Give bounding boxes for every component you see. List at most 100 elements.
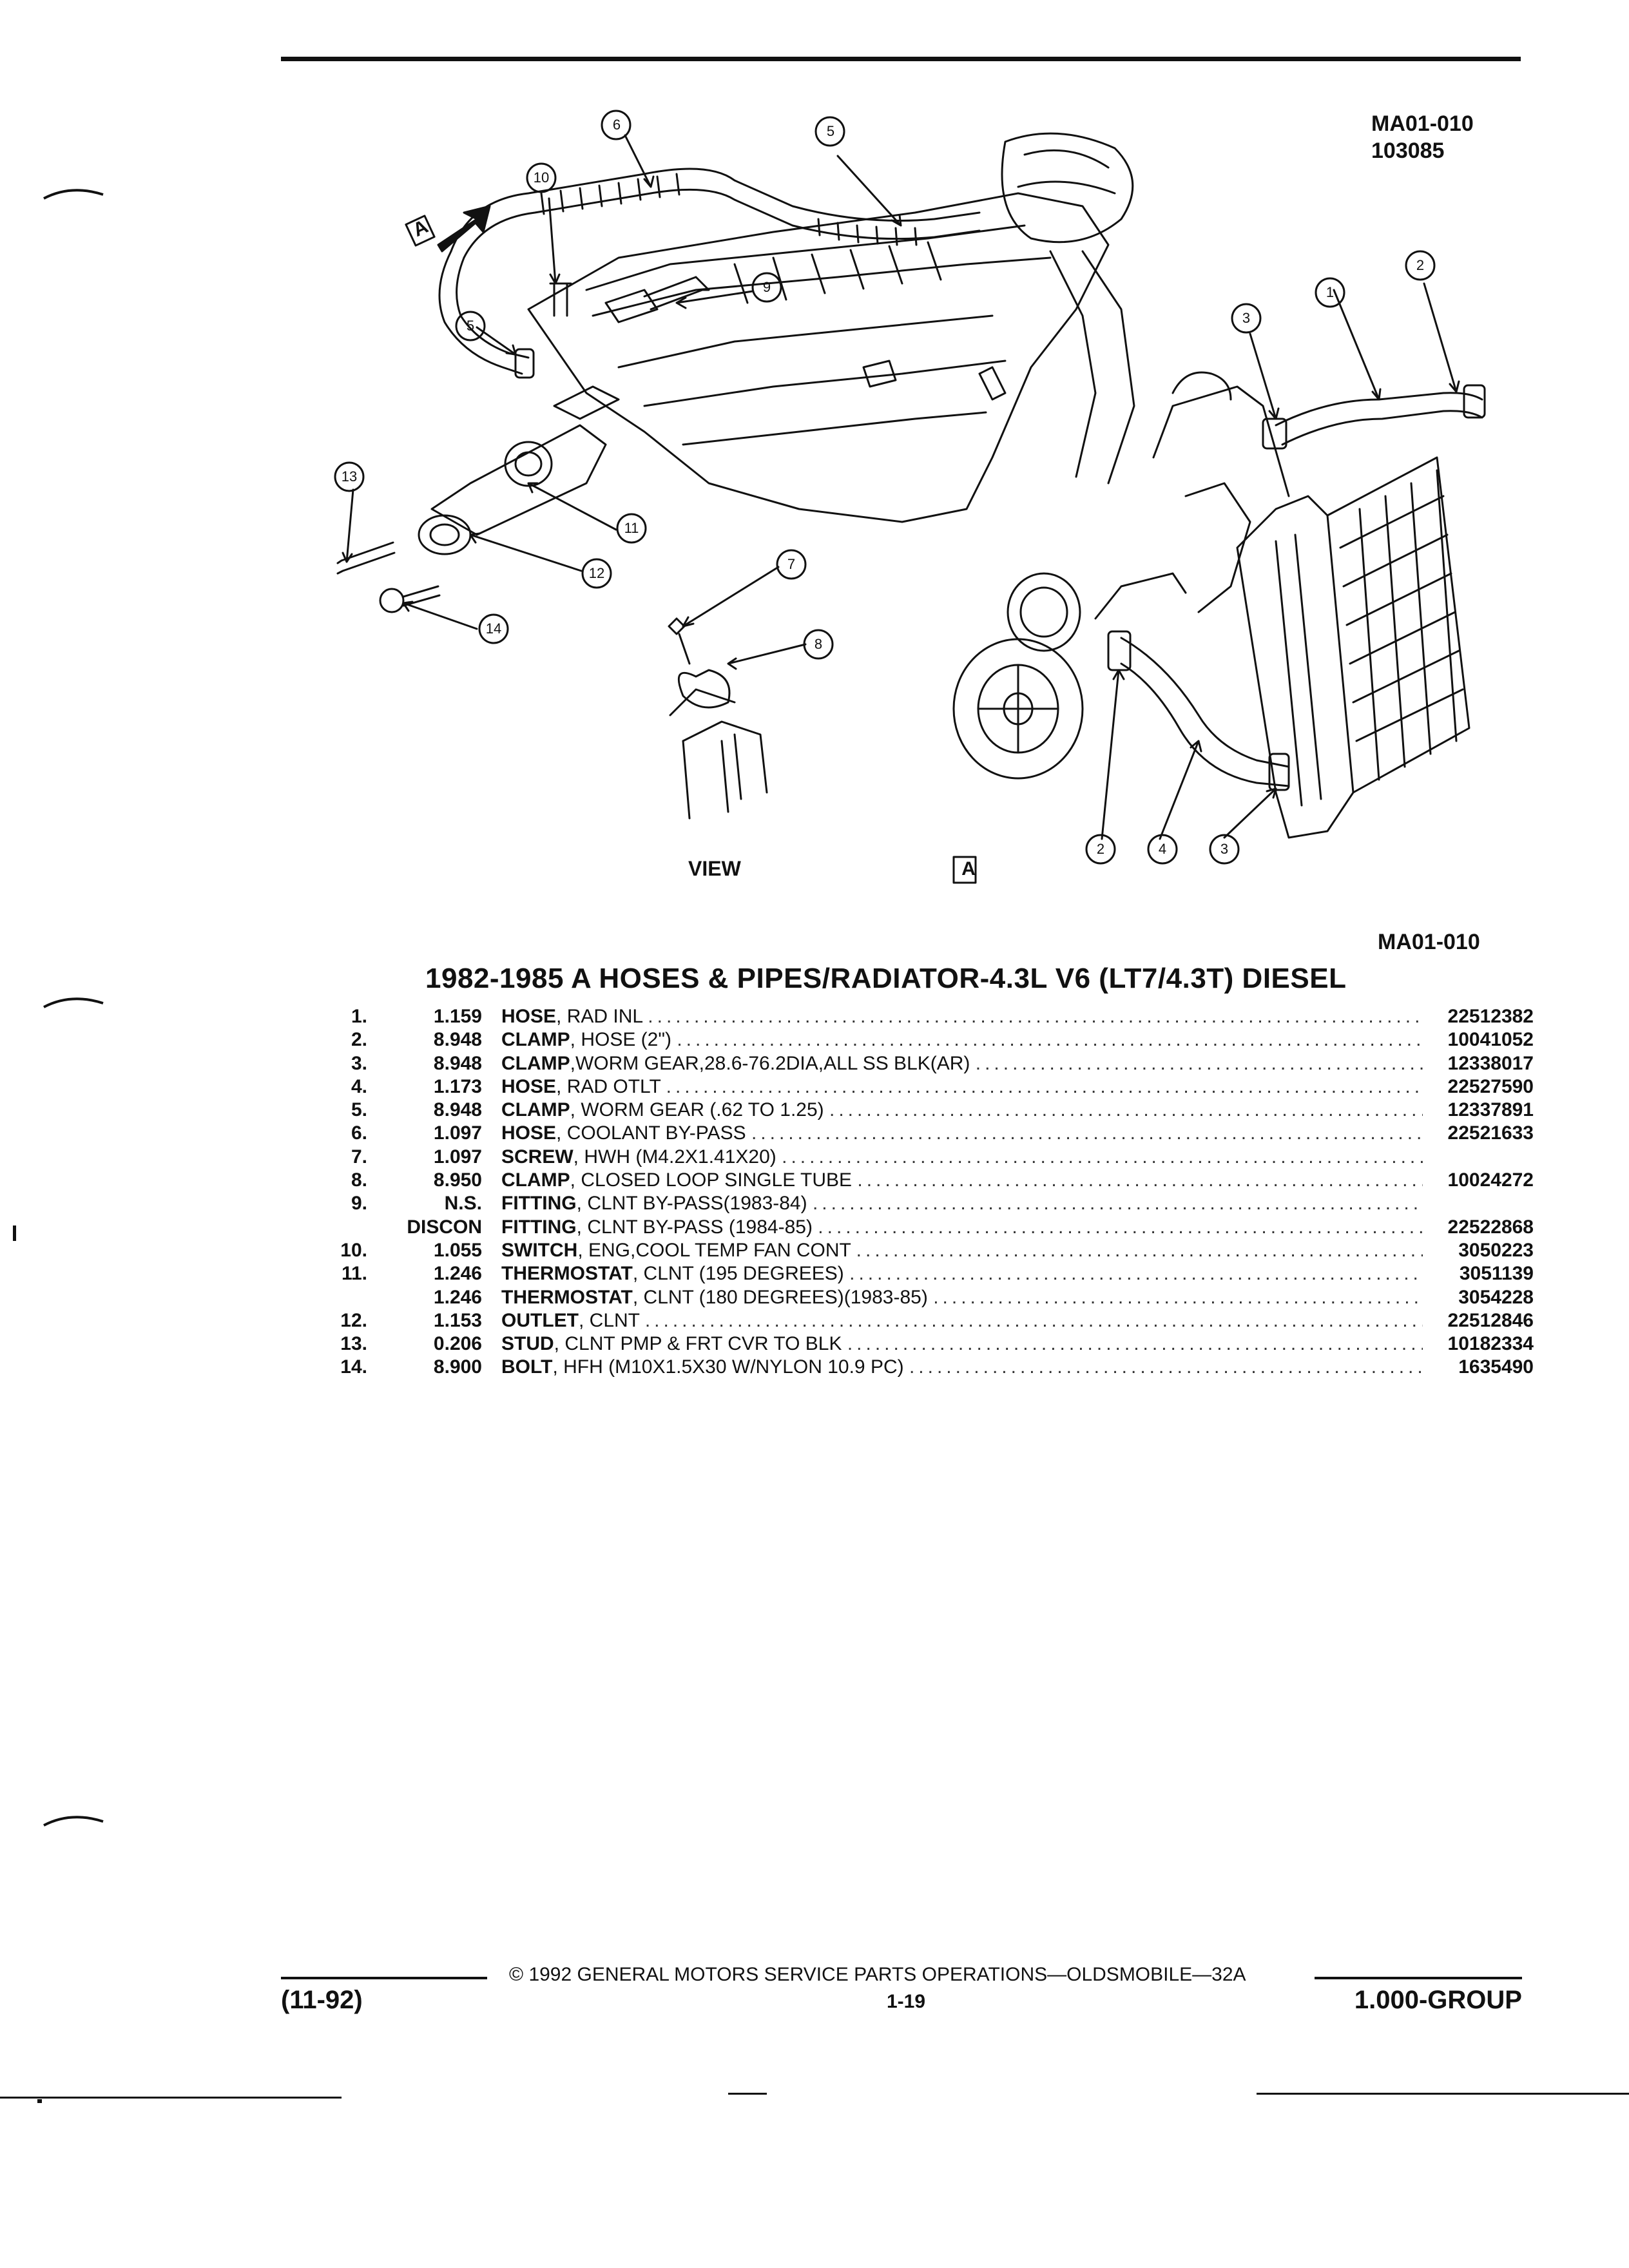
view-label: VIEW	[688, 857, 741, 880]
catalog-code: 1.097	[433, 1122, 482, 1144]
part-description: OUTLET, CLNT ...........................…	[501, 1309, 1423, 1332]
view-a-arrow	[437, 205, 491, 253]
item-number: 14.	[340, 1356, 367, 1378]
catalog-code: 8.900	[433, 1356, 482, 1378]
catalog-code: 8.948	[433, 1052, 482, 1074]
dot-leader: ........................................…	[782, 1146, 1423, 1168]
item-number: 7.	[351, 1146, 367, 1168]
scan-line-bottom-left	[0, 2097, 342, 2099]
part-description: CLAMP,WORM GEAR,28.6-76.2DIA,ALL SS BLK(…	[501, 1052, 1423, 1075]
parts-row: 11. 1.246 THERMOSTAT, CLNT (195 DEGREES) .…	[322, 1262, 1534, 1285]
catalog-code: 1.246	[433, 1263, 482, 1285]
item-number: 9.	[351, 1193, 367, 1215]
callout-2-top: 2	[1416, 257, 1425, 273]
parts-row: 6. 1.097 HOSE, COOLANT BY-PASS ...........…	[322, 1122, 1534, 1145]
dot-leader: ........................................…	[648, 1006, 1423, 1027]
part-description: FITTING, CLNT BY-PASS(1983-84) .........…	[501, 1192, 1423, 1215]
catalog-code: 8.948	[433, 1099, 482, 1121]
part-description: SCREW, HWH (M4.2X1.41X20) ..............…	[501, 1146, 1423, 1169]
part-detail: , CLNT	[579, 1309, 640, 1331]
item-number: 11.	[341, 1263, 367, 1285]
part-number: 3050223	[1458, 1239, 1534, 1261]
scan-line-bottom-right	[1257, 2093, 1629, 2095]
dot-leader: ........................................…	[933, 1286, 1423, 1308]
scan-mark-top	[43, 189, 104, 200]
dot-leader: ........................................…	[818, 1216, 1423, 1238]
catalog-code: 0.206	[433, 1333, 482, 1355]
callout-10: 10	[533, 169, 550, 186]
part-number: 22512382	[1447, 1006, 1534, 1027]
part-description: STUD, CLNT PMP & FRT CVR TO BLK ........…	[501, 1332, 1423, 1356]
callout-6: 6	[612, 117, 621, 133]
footer-rule-right	[1315, 1977, 1522, 1979]
dot-leader: ........................................…	[909, 1356, 1423, 1378]
part-number: 10024272	[1447, 1169, 1534, 1191]
part-number: 12338017	[1447, 1052, 1534, 1074]
part-number: 10041052	[1447, 1029, 1534, 1051]
item-number: 12.	[340, 1309, 367, 1331]
parts-row: 14. 8.900 BOLT, HFH (M10X1.5X30 W/NYLON 10…	[322, 1356, 1534, 1379]
part-detail: , HOSE (2")	[570, 1029, 671, 1051]
scan-speck	[37, 2099, 42, 2103]
catalog-code: 1.159	[433, 1006, 482, 1027]
callout-13: 13	[341, 468, 358, 485]
catalog-code: 8.948	[433, 1029, 482, 1051]
callout-2-bottom: 2	[1096, 841, 1105, 857]
callout-leader-lines	[342, 134, 1460, 840]
footer-copyright: © 1992 GENERAL MOTORS SERVICE PARTS OPER…	[509, 1964, 1246, 1985]
callout-3-bottom: 3	[1220, 841, 1229, 857]
part-name: SWITCH	[501, 1239, 578, 1261]
part-detail: , HFH (M10X1.5X30 W/NYLON 10.9 PC)	[552, 1356, 904, 1378]
part-detail: , RAD OTLT	[556, 1075, 661, 1097]
footer-date: (11-92)	[281, 1986, 363, 2014]
catalog-code: 1.173	[433, 1075, 482, 1097]
callout-9: 9	[762, 279, 771, 295]
exploded-view-illustration	[334, 110, 1486, 884]
part-number: 22521633	[1447, 1122, 1534, 1144]
parts-row: 9.N.S.FITTING, CLNT BY-PASS(1983-84) ...…	[322, 1192, 1534, 1215]
dot-leader: ........................................…	[849, 1263, 1423, 1285]
part-description: BOLT, HFH (M10X1.5X30 W/NYLON 10.9 PC) .…	[501, 1356, 1423, 1379]
dot-leader: ........................................…	[975, 1052, 1423, 1074]
part-detail: , CLOSED LOOP SINGLE TUBE	[570, 1169, 853, 1191]
item-number: 4.	[351, 1075, 367, 1097]
part-number: 22527590	[1447, 1075, 1534, 1097]
part-number: 22522868	[1447, 1216, 1534, 1238]
part-name: OUTLET	[501, 1309, 579, 1331]
callout-3-top: 3	[1242, 310, 1251, 326]
part-name: FITTING	[501, 1216, 577, 1238]
part-detail: , RAD INL	[556, 1006, 642, 1027]
item-number: 10.	[340, 1239, 367, 1261]
caption-code: MA01-010	[1378, 930, 1480, 954]
part-description: HOSE, COOLANT BY-PASS ..................…	[501, 1122, 1423, 1145]
part-description: CLAMP, HOSE (2") .......................…	[501, 1028, 1423, 1052]
part-number: 22512846	[1447, 1309, 1534, 1331]
scan-speck	[13, 1225, 16, 1241]
engine-assembly-left	[336, 132, 1135, 613]
scan-mark-middle	[43, 997, 104, 1008]
part-number: 1635490	[1458, 1356, 1534, 1378]
catalog-code: DISCON	[407, 1216, 482, 1238]
footer-page: 1-19	[887, 1991, 926, 2012]
dot-leader: ........................................…	[829, 1099, 1423, 1121]
view-letter-box	[952, 856, 977, 884]
callout-5-top: 5	[826, 123, 835, 139]
callout-1: 1	[1325, 284, 1335, 300]
part-detail: , WORM GEAR (.62 TO 1.25)	[570, 1099, 824, 1121]
callout-4: 4	[1158, 841, 1167, 857]
item-number: 6.	[351, 1122, 367, 1144]
callout-circles	[334, 110, 1436, 865]
part-description: THERMOSTAT, CLNT (195 DEGREES) .........…	[501, 1262, 1423, 1285]
part-detail: , HWH (M4.2X1.41X20)	[573, 1146, 776, 1168]
part-name: CLAMP	[501, 1029, 570, 1051]
dot-leader: ........................................…	[666, 1075, 1423, 1097]
view-letter: A	[961, 858, 976, 879]
